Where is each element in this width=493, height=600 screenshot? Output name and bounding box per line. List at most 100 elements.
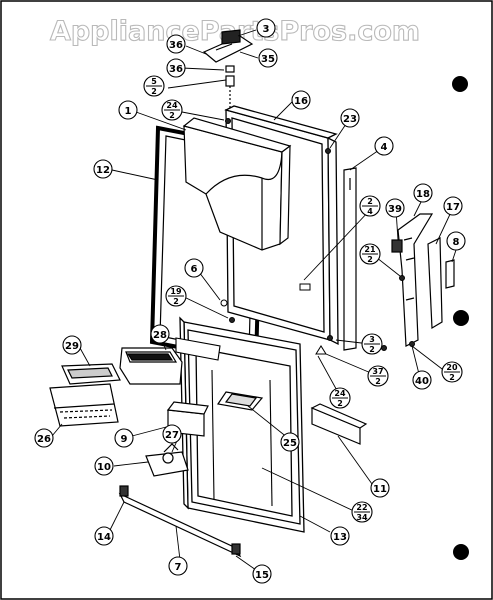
svg-text:2: 2 (375, 377, 381, 386)
callout-3: 3 (256, 18, 276, 38)
callout-8: 8 (446, 231, 466, 251)
svg-text:19: 19 (170, 287, 182, 296)
callout-29: 29 (62, 335, 82, 355)
callout-16: 16 (291, 90, 311, 110)
callout-24-over-2-lower: 242 (329, 387, 351, 409)
dairy-compartment-parts (49, 347, 183, 427)
registration-dot (453, 310, 469, 326)
callout-10: 10 (94, 456, 114, 476)
freezer-door-liner (182, 117, 292, 251)
svg-text:21: 21 (364, 245, 376, 254)
svg-text:39: 39 (388, 204, 402, 215)
svg-text:15: 15 (255, 570, 269, 581)
door-stop-bar (310, 403, 368, 445)
callout-37-over-2: 372 (367, 365, 389, 387)
svg-text:37: 37 (372, 367, 383, 376)
door-shelf-rails (175, 337, 273, 507)
callout-15: 15 (252, 564, 272, 584)
svg-text:12: 12 (96, 165, 110, 176)
svg-text:4: 4 (367, 207, 373, 216)
door-trim-strip (343, 167, 357, 351)
svg-text:16: 16 (294, 96, 308, 107)
svg-text:2: 2 (369, 345, 375, 354)
callout-26: 26 (34, 428, 54, 448)
svg-text:3: 3 (263, 24, 270, 35)
svg-text:10: 10 (97, 462, 111, 473)
callout-11: 11 (370, 478, 390, 498)
svg-text:2: 2 (337, 399, 343, 408)
door-handle-assembly (391, 213, 455, 347)
svg-text:24: 24 (334, 389, 346, 398)
svg-text:4: 4 (381, 142, 388, 153)
svg-text:13: 13 (333, 532, 347, 543)
svg-text:27: 27 (165, 430, 179, 441)
callout-6: 6 (184, 258, 204, 278)
svg-text:36: 36 (169, 40, 183, 51)
callout-5-over-2: 52 (143, 75, 165, 97)
svg-text:2: 2 (169, 111, 175, 120)
callout-2-over-4: 24 (359, 195, 381, 217)
callout-36-lower: 36 (166, 58, 186, 78)
registration-dot (452, 76, 468, 92)
callout-labels: 1 16 23 4 12 36 36 35 3 39 18 17 8 6 28 … (34, 18, 466, 584)
svg-text:35: 35 (261, 54, 275, 65)
svg-text:20: 20 (446, 363, 458, 372)
svg-text:2: 2 (151, 87, 157, 96)
svg-text:5: 5 (151, 77, 157, 86)
callout-20-over-2: 202 (441, 361, 463, 383)
svg-text:40: 40 (415, 376, 429, 387)
registration-dot (453, 544, 469, 560)
svg-text:14: 14 (97, 532, 111, 543)
callout-7: 7 (168, 556, 188, 576)
svg-text:26: 26 (37, 434, 51, 445)
svg-text:8: 8 (453, 237, 460, 248)
fastener-screws (220, 118, 415, 355)
callout-35: 35 (258, 48, 278, 68)
svg-text:9: 9 (121, 434, 128, 445)
callout-14: 14 (94, 526, 114, 546)
svg-text:34: 34 (356, 513, 368, 522)
callout-18: 18 (413, 183, 433, 203)
door-shelf-bin (216, 391, 264, 411)
svg-text:6: 6 (191, 264, 198, 275)
callout-28: 28 (150, 324, 170, 344)
svg-text:29: 29 (65, 341, 79, 352)
callout-3-over-2: 32 (361, 333, 383, 355)
svg-text:22: 22 (356, 503, 367, 512)
svg-text:1: 1 (125, 106, 132, 117)
svg-text:25: 25 (283, 438, 297, 449)
svg-text:3: 3 (369, 335, 375, 344)
svg-text:2: 2 (367, 197, 373, 206)
svg-text:2: 2 (367, 255, 373, 264)
callout-36-upper: 36 (166, 34, 186, 54)
callout-13: 13 (330, 526, 350, 546)
callout-1: 1 (118, 100, 138, 120)
callout-39: 39 (385, 198, 405, 218)
callout-23: 23 (340, 108, 360, 128)
svg-text:17: 17 (446, 202, 460, 213)
door-hardware-parts (145, 401, 209, 477)
svg-text:11: 11 (373, 484, 387, 495)
svg-text:7: 7 (175, 562, 182, 573)
svg-text:36: 36 (169, 64, 183, 75)
callout-4: 4 (374, 136, 394, 156)
svg-text:18: 18 (416, 189, 430, 200)
svg-text:2: 2 (449, 373, 455, 382)
callout-24-over-2-upper: 242 (161, 99, 183, 121)
callout-27: 27 (162, 424, 182, 444)
bottom-trim-strip (118, 485, 242, 558)
callout-9: 9 (114, 428, 134, 448)
callout-12: 12 (93, 159, 113, 179)
svg-text:23: 23 (343, 114, 357, 125)
svg-text:28: 28 (153, 330, 167, 341)
callout-25: 25 (280, 432, 300, 452)
callout-21-over-2: 212 (359, 243, 381, 265)
callout-19-over-2: 192 (165, 285, 187, 307)
top-hinge-assembly (202, 29, 254, 110)
svg-text:24: 24 (166, 101, 178, 110)
